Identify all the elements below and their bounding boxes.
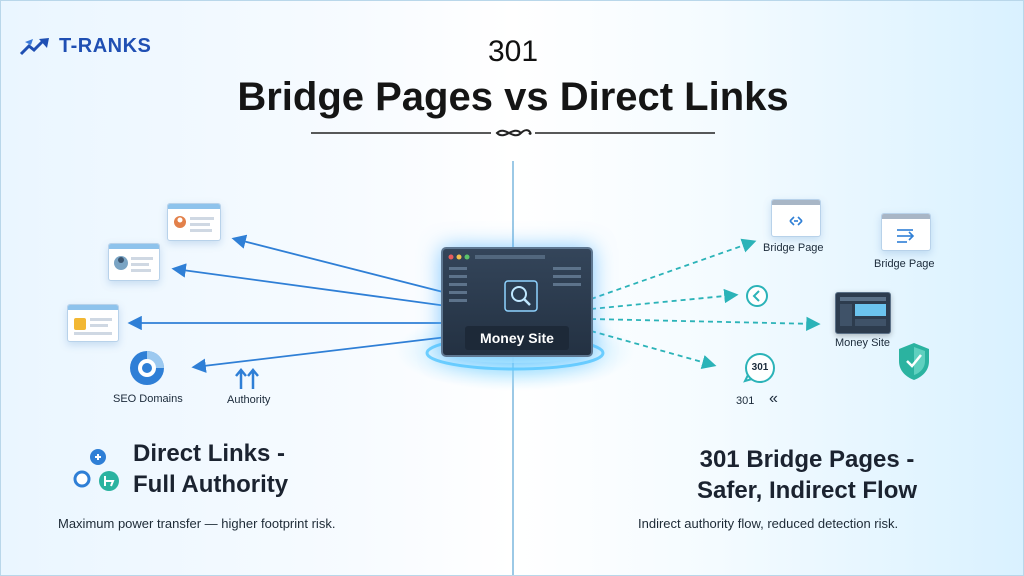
network-nodes-icon — [73, 449, 119, 491]
bridge-page-card — [771, 199, 821, 237]
brand-name: T-RANKS — [59, 35, 152, 57]
bridge-link-arrow — [590, 238, 757, 300]
webpage-card — [167, 203, 221, 241]
left-heading-line1: Direct Links - — [133, 440, 286, 467]
bridge-page-card — [881, 213, 931, 251]
right-heading: 301 Bridge Pages - Safer, Indirect Flow — [637, 444, 977, 506]
redirect-icon — [746, 285, 768, 307]
money-site-label: Money Site — [465, 326, 569, 350]
brand-logo[interactable]: T-RANKS — [19, 35, 151, 58]
right-heading-line2: Safer, Indirect Flow — [696, 477, 918, 504]
direct-link-arrow — [171, 263, 448, 307]
bridge-link-arrow — [590, 330, 717, 370]
ornament-icon — [495, 129, 532, 137]
shield-icon — [899, 343, 929, 380]
right-description: Indirect authority flow, reduced detecti… — [638, 516, 899, 531]
direct-link-arrow — [191, 336, 448, 373]
right-heading-line1: 301 Bridge Pages - — [699, 446, 915, 473]
left-heading: Direct Links - Full Authority — [133, 438, 288, 500]
webpage-card — [67, 304, 119, 342]
left-heading-line2: Full Authority — [133, 471, 289, 498]
seo-domains-label: SEO Domains — [113, 393, 183, 405]
seo-domains-icon — [130, 351, 164, 385]
left-description: Maximum power transfer — higher footprin… — [58, 516, 336, 531]
page-title: Bridge Pages vs Direct Links — [237, 75, 789, 119]
bridge-page-label: Bridge Page — [874, 258, 935, 270]
bridge-page-label: Bridge Page — [763, 242, 824, 254]
logo-arrow-icon — [19, 37, 49, 55]
money-site-thumbnail — [835, 292, 891, 334]
301-badge-text: 301 — [751, 362, 769, 373]
double-chevron-left-icon: « — [769, 390, 778, 407]
authority-label: Authority — [227, 394, 271, 406]
301-redirect-icon — [743, 353, 775, 383]
bridge-link-arrow — [590, 316, 821, 331]
301-tag-label: 301 — [736, 395, 755, 407]
money-site-label-right: Money Site — [835, 337, 891, 349]
title-number: 301 — [487, 35, 539, 68]
bridge-link-arrow — [590, 288, 739, 310]
direct-link-arrow — [231, 234, 448, 294]
webpage-card — [108, 243, 160, 281]
browser-window-graphic — [448, 254, 581, 312]
authority-arrows-icon — [235, 368, 259, 389]
